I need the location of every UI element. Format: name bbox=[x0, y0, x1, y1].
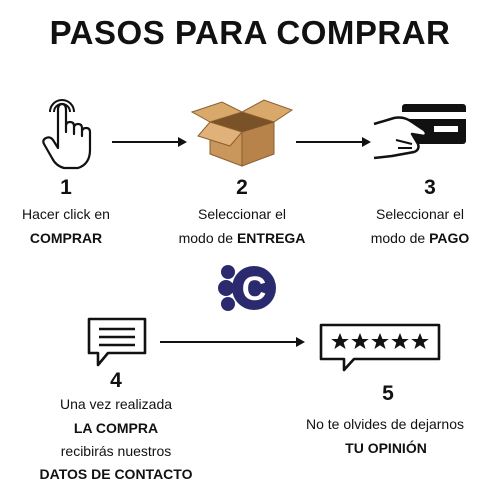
step-4-bold-2: DATOS DE CONTACTO bbox=[39, 466, 193, 482]
step-3-bold: PAGO bbox=[429, 230, 470, 246]
step-2-number: 2 bbox=[236, 176, 248, 199]
step-1-number: 1 bbox=[60, 176, 72, 199]
step-4-text-3: recibirás nuestros bbox=[60, 443, 172, 459]
open-box-icon bbox=[190, 96, 294, 168]
brand-logo: C bbox=[216, 262, 278, 314]
step-2-text-2: modo de ENTREGA bbox=[178, 230, 306, 246]
logo-letter: C bbox=[242, 270, 267, 308]
step-2-text: Seleccionar el bbox=[198, 206, 286, 222]
step-3-number: 3 bbox=[424, 176, 436, 199]
step-2-bold: ENTREGA bbox=[236, 230, 306, 246]
page-title: PASOS PARA COMPRAR bbox=[49, 14, 451, 51]
step-1-bold: COMPRAR bbox=[29, 230, 103, 246]
step-3-text: Seleccionar el bbox=[376, 206, 464, 222]
step-5-bold: TU OPINIÓN bbox=[345, 440, 427, 456]
hand-card-icon bbox=[372, 100, 472, 162]
step-5-text: No te olvides de dejarnos bbox=[306, 416, 464, 432]
step-1-text: Hacer click en bbox=[22, 206, 110, 222]
step-4-bold: LA COMPRA bbox=[73, 420, 159, 436]
step-4-number: 4 bbox=[110, 369, 122, 392]
step-5-number: 5 bbox=[382, 382, 394, 405]
five-star-review-icon bbox=[318, 322, 442, 372]
message-bubble-icon bbox=[86, 316, 148, 368]
step-4-text: Una vez realizada bbox=[59, 396, 173, 412]
arrow-right-icon bbox=[160, 336, 306, 348]
step-3-text-2: modo de PAGO bbox=[370, 230, 470, 246]
arrow-right-icon bbox=[112, 136, 188, 148]
hand-pointer-icon bbox=[36, 92, 98, 172]
arrow-right-icon bbox=[296, 136, 372, 148]
